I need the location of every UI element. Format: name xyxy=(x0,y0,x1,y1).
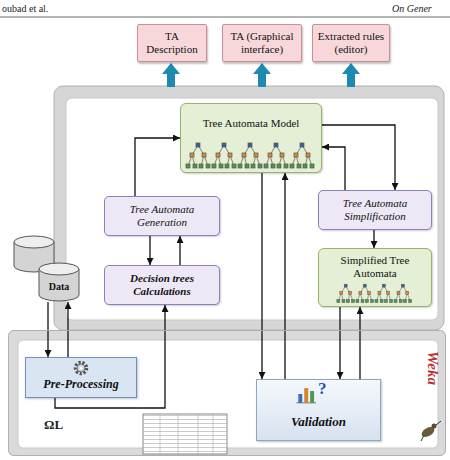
text-block: Simplified Tree Automata xyxy=(323,254,427,279)
weka-bird xyxy=(420,421,441,441)
arrow-head xyxy=(253,63,271,74)
icon-symbol: ? xyxy=(318,380,327,399)
flow-arrow xyxy=(322,147,345,190)
output-box: Extracted rules (editor) xyxy=(312,24,390,62)
flow-arrow xyxy=(322,125,395,190)
flow-arrow xyxy=(284,173,285,379)
node-text: Decision trees Calculations xyxy=(109,272,215,297)
arrow-shaft xyxy=(347,73,355,87)
panel-ground xyxy=(18,340,438,448)
panel-frame xyxy=(54,86,444,330)
node-text: Weka xyxy=(424,351,441,385)
text-block: Tree Automata Generation xyxy=(109,203,215,228)
flow-arrow xyxy=(339,307,340,379)
output-box: TA Description xyxy=(137,24,207,62)
node-icon xyxy=(319,282,431,304)
text-block: TA (Graphical interface) xyxy=(227,30,297,55)
cylinder-top xyxy=(14,236,54,248)
node-icon xyxy=(26,360,136,376)
text-block: Pre-Processing xyxy=(30,378,132,392)
table-column xyxy=(213,414,214,454)
text-block: Validation xyxy=(261,415,376,430)
table-frame xyxy=(143,414,227,454)
process-box: Tree Automata Simplification xyxy=(318,190,432,230)
node-text: Tree Automata Simplification xyxy=(323,197,427,222)
table-picture xyxy=(143,414,227,454)
text-block: TA Description xyxy=(142,30,202,55)
node-text: TA (Graphical interface) xyxy=(227,30,297,55)
process-box: Pre-Processing xyxy=(25,357,137,398)
arrow-shaft xyxy=(167,73,175,87)
text-block: Tree Automata Model xyxy=(185,117,317,130)
node-text: Validation xyxy=(261,415,376,430)
database-node: Data xyxy=(38,262,80,302)
panel-frame xyxy=(8,330,446,456)
node-text: Tree Automata Generation xyxy=(109,203,215,228)
set-symbol: ΩL xyxy=(44,418,63,432)
node-text: TA Description xyxy=(142,30,202,55)
running-header: oubad et al. xyxy=(2,3,48,14)
output-box: TA (Graphical interface) xyxy=(222,24,302,62)
tool-panel: WekaPre-ProcessingValidation xyxy=(8,330,446,456)
running-header: On Gener xyxy=(392,3,432,14)
tree-icons xyxy=(319,282,431,304)
flow-arrow xyxy=(373,230,374,248)
model-box: Simplified Tree Automata xyxy=(318,248,432,307)
flow-arrow xyxy=(261,173,262,379)
text-block: Tree Automata Simplification xyxy=(323,197,427,222)
process-box: Decision trees Calculations xyxy=(104,265,220,305)
panel-ground xyxy=(66,98,438,320)
table-column xyxy=(178,414,179,454)
flow-arrow xyxy=(149,236,150,265)
text-block: Decision trees Calculations xyxy=(109,272,215,297)
flow-arrow xyxy=(135,138,180,196)
table-rows xyxy=(143,414,227,454)
node-text: Simplified Tree Automata xyxy=(323,254,427,279)
header-rule xyxy=(0,17,450,18)
node-text: Tree Automata Model xyxy=(185,117,317,130)
arrow-head xyxy=(162,63,180,74)
flow-arrow xyxy=(359,307,360,379)
node-text: Pre-Processing xyxy=(30,378,132,392)
bird-leg xyxy=(421,435,424,441)
output-arrows xyxy=(162,63,360,87)
text-block: Data xyxy=(42,281,76,293)
bird-head xyxy=(432,424,437,429)
gear-icon xyxy=(26,360,136,376)
node-text: Extracted rules (editor) xyxy=(317,30,385,55)
tree-icons xyxy=(181,140,321,170)
arrow-head xyxy=(342,63,360,74)
model-box: Tree Automata Model xyxy=(180,103,322,173)
text-block: Extracted rules (editor) xyxy=(317,30,385,55)
table-column xyxy=(160,414,161,454)
text-block: Weka xyxy=(424,351,441,385)
bird-beak xyxy=(436,421,441,425)
process-box: Tree Automata Generation xyxy=(104,196,220,236)
node-icon xyxy=(181,140,321,170)
arrow-shaft xyxy=(258,73,266,87)
node-text: Data xyxy=(42,281,76,293)
flow-arrow xyxy=(179,236,180,265)
table-column xyxy=(198,414,199,454)
